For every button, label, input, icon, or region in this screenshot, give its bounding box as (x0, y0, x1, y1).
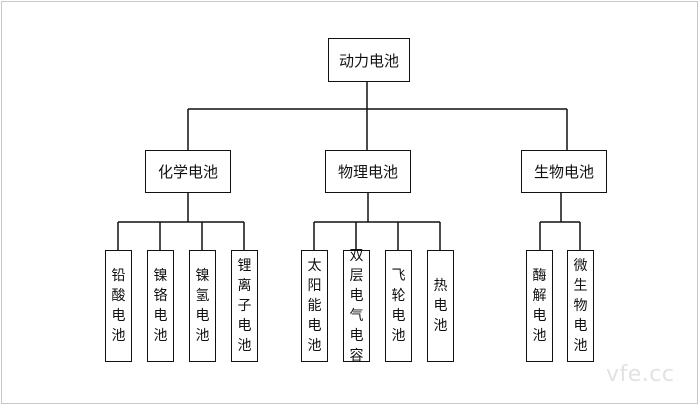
leaf-label: 镍氢电池 (195, 268, 210, 344)
leaf-node: 飞轮电池 (385, 250, 412, 362)
watermark-text: vfe.cc (606, 362, 675, 387)
leaf-node: 热电池 (427, 250, 454, 362)
leaf-node: 太阳能电池 (301, 250, 328, 362)
leaf-node: 锂离子电池 (231, 250, 258, 362)
branch-node-chemical: 化学电池 (145, 150, 231, 193)
leaf-node: 酶解电池 (526, 250, 553, 362)
branch-label: 物理电池 (337, 163, 398, 181)
leaf-label: 酶解电池 (532, 268, 547, 344)
leaf-label: 铅酸电池 (111, 268, 126, 344)
branch-label: 生物电池 (533, 163, 594, 181)
leaf-node: 铅酸电池 (105, 250, 132, 362)
leaf-node: 微生物电池 (567, 250, 594, 362)
leaf-label: 热电池 (433, 278, 448, 334)
root-label: 动力电池 (338, 51, 399, 70)
leaf-label: 太阳能电池 (307, 258, 322, 354)
leaf-label: 双层电气电容 (349, 248, 364, 364)
leaf-label: 锂离子电池 (237, 258, 252, 354)
branch-label: 化学电池 (157, 163, 218, 181)
leaf-node: 双层电气电容 (343, 248, 370, 364)
leaf-label: 镍铬电池 (153, 268, 168, 344)
branch-node-biological: 生物电池 (521, 150, 607, 193)
leaf-label: 飞轮电池 (391, 268, 406, 344)
root-node: 动力电池 (328, 38, 410, 82)
leaf-node: 镍铬电池 (147, 250, 174, 362)
leaf-label: 微生物电池 (573, 258, 588, 354)
branch-node-physical: 物理电池 (325, 150, 411, 193)
leaf-node: 镍氢电池 (189, 250, 216, 362)
